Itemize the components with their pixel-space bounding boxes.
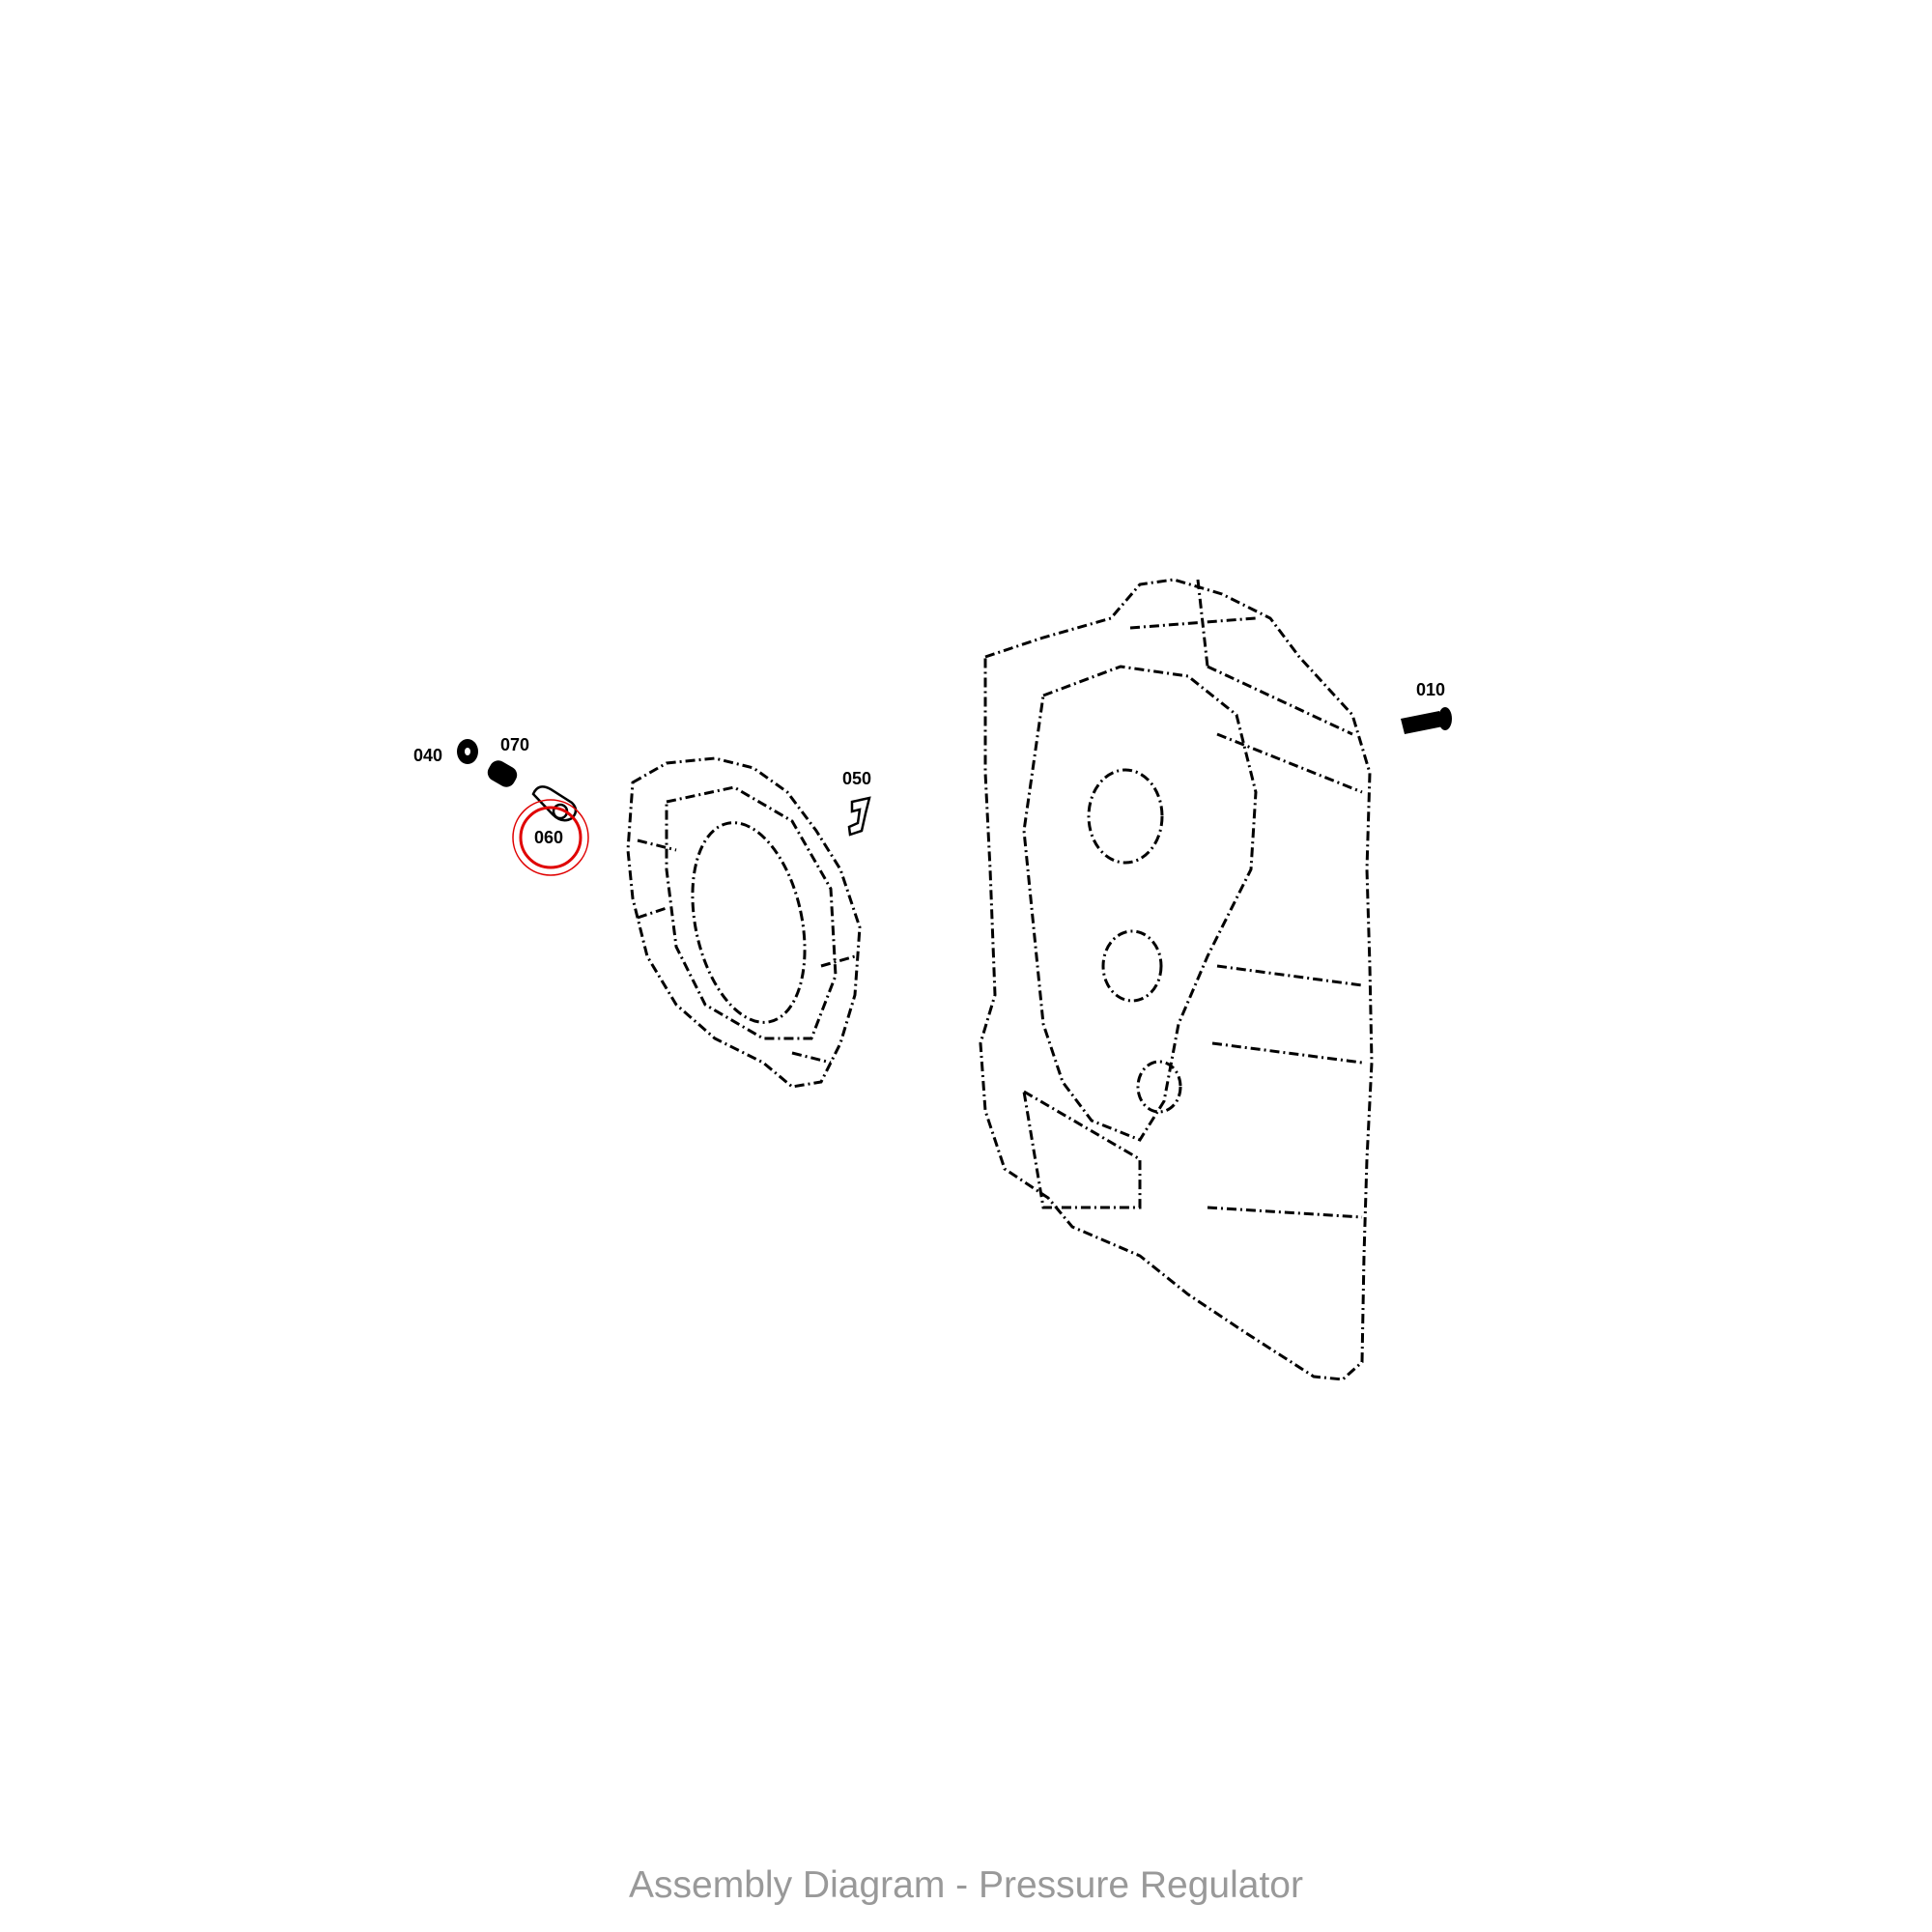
part-050[interactable]: 050 <box>842 769 871 837</box>
part-label-040: 040 <box>413 746 442 765</box>
part-040[interactable]: 040 <box>413 739 478 765</box>
highlight-ring-outer <box>512 799 589 876</box>
part-label-050: 050 <box>842 769 871 788</box>
bracket-shape <box>847 796 871 837</box>
part-070[interactable]: 070 <box>485 735 530 790</box>
part-label-010: 010 <box>1416 680 1445 699</box>
part-label-060: 060 <box>534 828 563 847</box>
part-label-070: 070 <box>500 735 529 754</box>
part-010[interactable]: 010 <box>1401 680 1452 734</box>
flange-plate <box>626 756 862 1089</box>
plug-shape <box>487 760 518 787</box>
part-060[interactable]: 060 <box>512 785 589 876</box>
bolt-shape <box>1401 711 1443 734</box>
transmission-housing <box>979 578 1374 1381</box>
highlight-ring-inner <box>519 806 582 869</box>
diagram-caption: Assembly Diagram - Pressure Regulator <box>629 1864 1303 1906</box>
regulator-shape <box>531 785 578 822</box>
